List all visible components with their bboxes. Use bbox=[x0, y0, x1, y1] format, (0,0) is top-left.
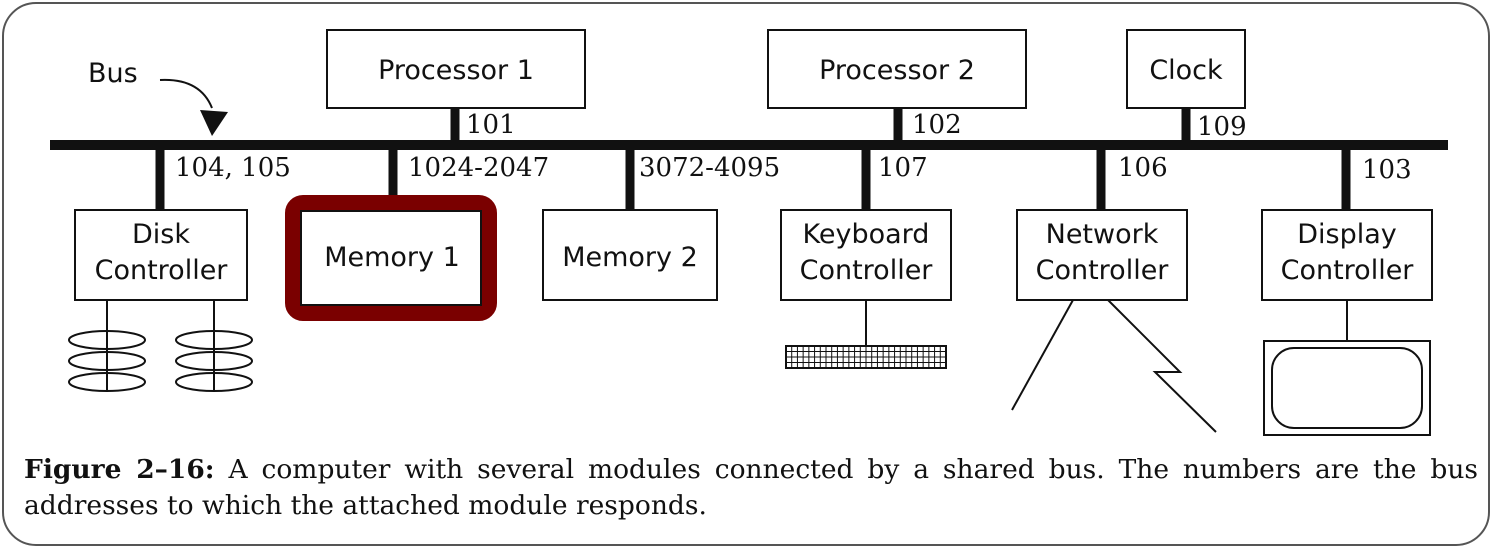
network-controller-line1: Network bbox=[1046, 219, 1159, 250]
memory2-box bbox=[542, 209, 718, 301]
bus-arrow-shaft bbox=[159, 78, 213, 109]
memory1-highlight bbox=[285, 195, 497, 321]
memory2-label: Memory 2 bbox=[562, 242, 698, 273]
caption-text: A computer with several modules connecte… bbox=[24, 454, 1478, 521]
memory2-address: 3072-4095 bbox=[639, 153, 780, 183]
network-controller-line2: Controller bbox=[1036, 255, 1170, 286]
keyboard-address: 107 bbox=[878, 153, 928, 183]
keyboard-controller-line1: Keyboard bbox=[803, 219, 930, 250]
disk-controller-line2: Controller bbox=[95, 255, 229, 286]
monitor-icon bbox=[1263, 340, 1431, 436]
clock-address: 109 bbox=[1197, 112, 1247, 142]
clock-box bbox=[1126, 29, 1246, 109]
keyboard-controller-line2: Controller bbox=[800, 255, 934, 286]
disk-controller-line1: Disk bbox=[132, 219, 190, 250]
processor1-box bbox=[326, 29, 586, 109]
processor2-box bbox=[767, 29, 1027, 109]
disk-address: 104, 105 bbox=[175, 153, 291, 183]
display-controller-line2: Controller bbox=[1281, 255, 1415, 286]
disk-controller-box bbox=[74, 209, 248, 301]
processor2-address: 102 bbox=[912, 110, 962, 140]
memory1-address: 1024-2047 bbox=[408, 153, 549, 183]
processor1-address: 101 bbox=[466, 110, 516, 140]
caption-label: Figure 2–16: bbox=[24, 454, 215, 485]
bus-arrow-head bbox=[200, 110, 228, 136]
network-cable-icon bbox=[1011, 299, 1217, 433]
clock-label: Clock bbox=[1149, 55, 1223, 86]
bus-label: Bus bbox=[88, 58, 138, 89]
processor2-label: Processor 2 bbox=[819, 55, 975, 86]
disk-drive-icon bbox=[175, 300, 253, 392]
disk-drive-icon bbox=[68, 300, 146, 392]
memory1-box[interactable] bbox=[300, 210, 482, 306]
figure-caption: Figure 2–16: A computer with several mod… bbox=[24, 452, 1478, 524]
display-address: 103 bbox=[1362, 155, 1412, 185]
processor1-label: Processor 1 bbox=[378, 55, 534, 86]
network-address: 106 bbox=[1118, 153, 1168, 183]
network-controller-box bbox=[1016, 209, 1188, 301]
display-controller-box bbox=[1261, 209, 1433, 301]
keyboard-controller-box bbox=[780, 209, 952, 301]
memory1-label: Memory 1 bbox=[324, 242, 460, 273]
display-controller-line1: Display bbox=[1297, 219, 1397, 250]
keyboard-icon bbox=[785, 345, 947, 369]
